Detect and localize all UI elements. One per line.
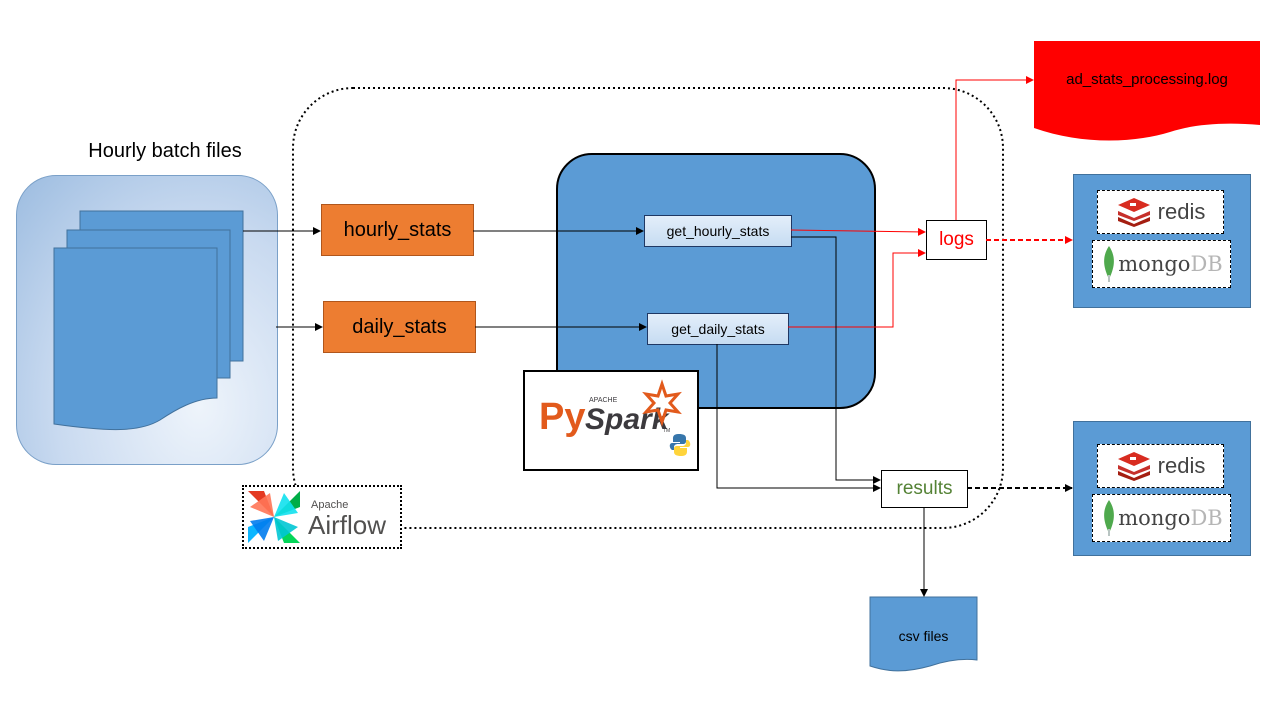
spark-star-icon [642,379,682,427]
airflow-logo-graphic: Apache Airflow [248,491,386,543]
airflow-name-text: Airflow [308,510,386,540]
redis-label: redis [1157,453,1206,478]
pyspark-spark-text: Spark [585,403,670,436]
mongodb-label-mongo: mongo [1118,506,1191,530]
log-file-label: ad_stats_processing.log [1066,71,1228,88]
redis-icon [1117,452,1150,481]
redis-icon [1117,198,1150,227]
arrow-hourly-logs [790,227,926,236]
mongodb-label-db: DB [1190,506,1223,530]
pyspark-tm-text: TM [663,428,670,434]
arrow-hourly-results [791,236,881,484]
airflow-pinwheel-icon [248,491,300,543]
daily-stats-box: daily_stats [323,301,476,353]
mongodb-label-mongo: mongo [1118,252,1191,276]
csv-files-label: csv files [898,628,949,644]
redis-logo: redis [1097,444,1224,488]
mongodb-leaf-icon [1104,246,1115,282]
pyspark-apache-text: APACHE [589,397,618,404]
redis-logo: redis [1097,190,1224,234]
arrow-daily-logs [788,249,926,328]
source-title: Hourly batch files [88,140,242,162]
get-daily-stats-box: get_daily_stats [647,313,789,345]
pyspark-py-text: Py [539,396,585,438]
logs-box: logs [926,220,987,260]
mongodb-label-db: DB [1190,252,1223,276]
arrow-logs-file [955,76,1034,220]
redis-label: redis [1157,199,1206,224]
python-icon [669,434,691,456]
pyspark-logo: Py Spark APACHE TM [523,370,699,471]
mongodb-leaf-icon [1104,500,1115,536]
get-hourly-stats-box: get_hourly_stats [644,215,792,247]
pyspark-logo-graphic: Py Spark APACHE TM [539,379,691,456]
spark-cluster [556,153,876,409]
arrow-daily-results [716,344,881,492]
airflow-logo: Apache Airflow [242,485,402,549]
hourly-stats-box: hourly_stats [321,204,474,256]
airflow-apache-text: Apache [311,499,348,511]
